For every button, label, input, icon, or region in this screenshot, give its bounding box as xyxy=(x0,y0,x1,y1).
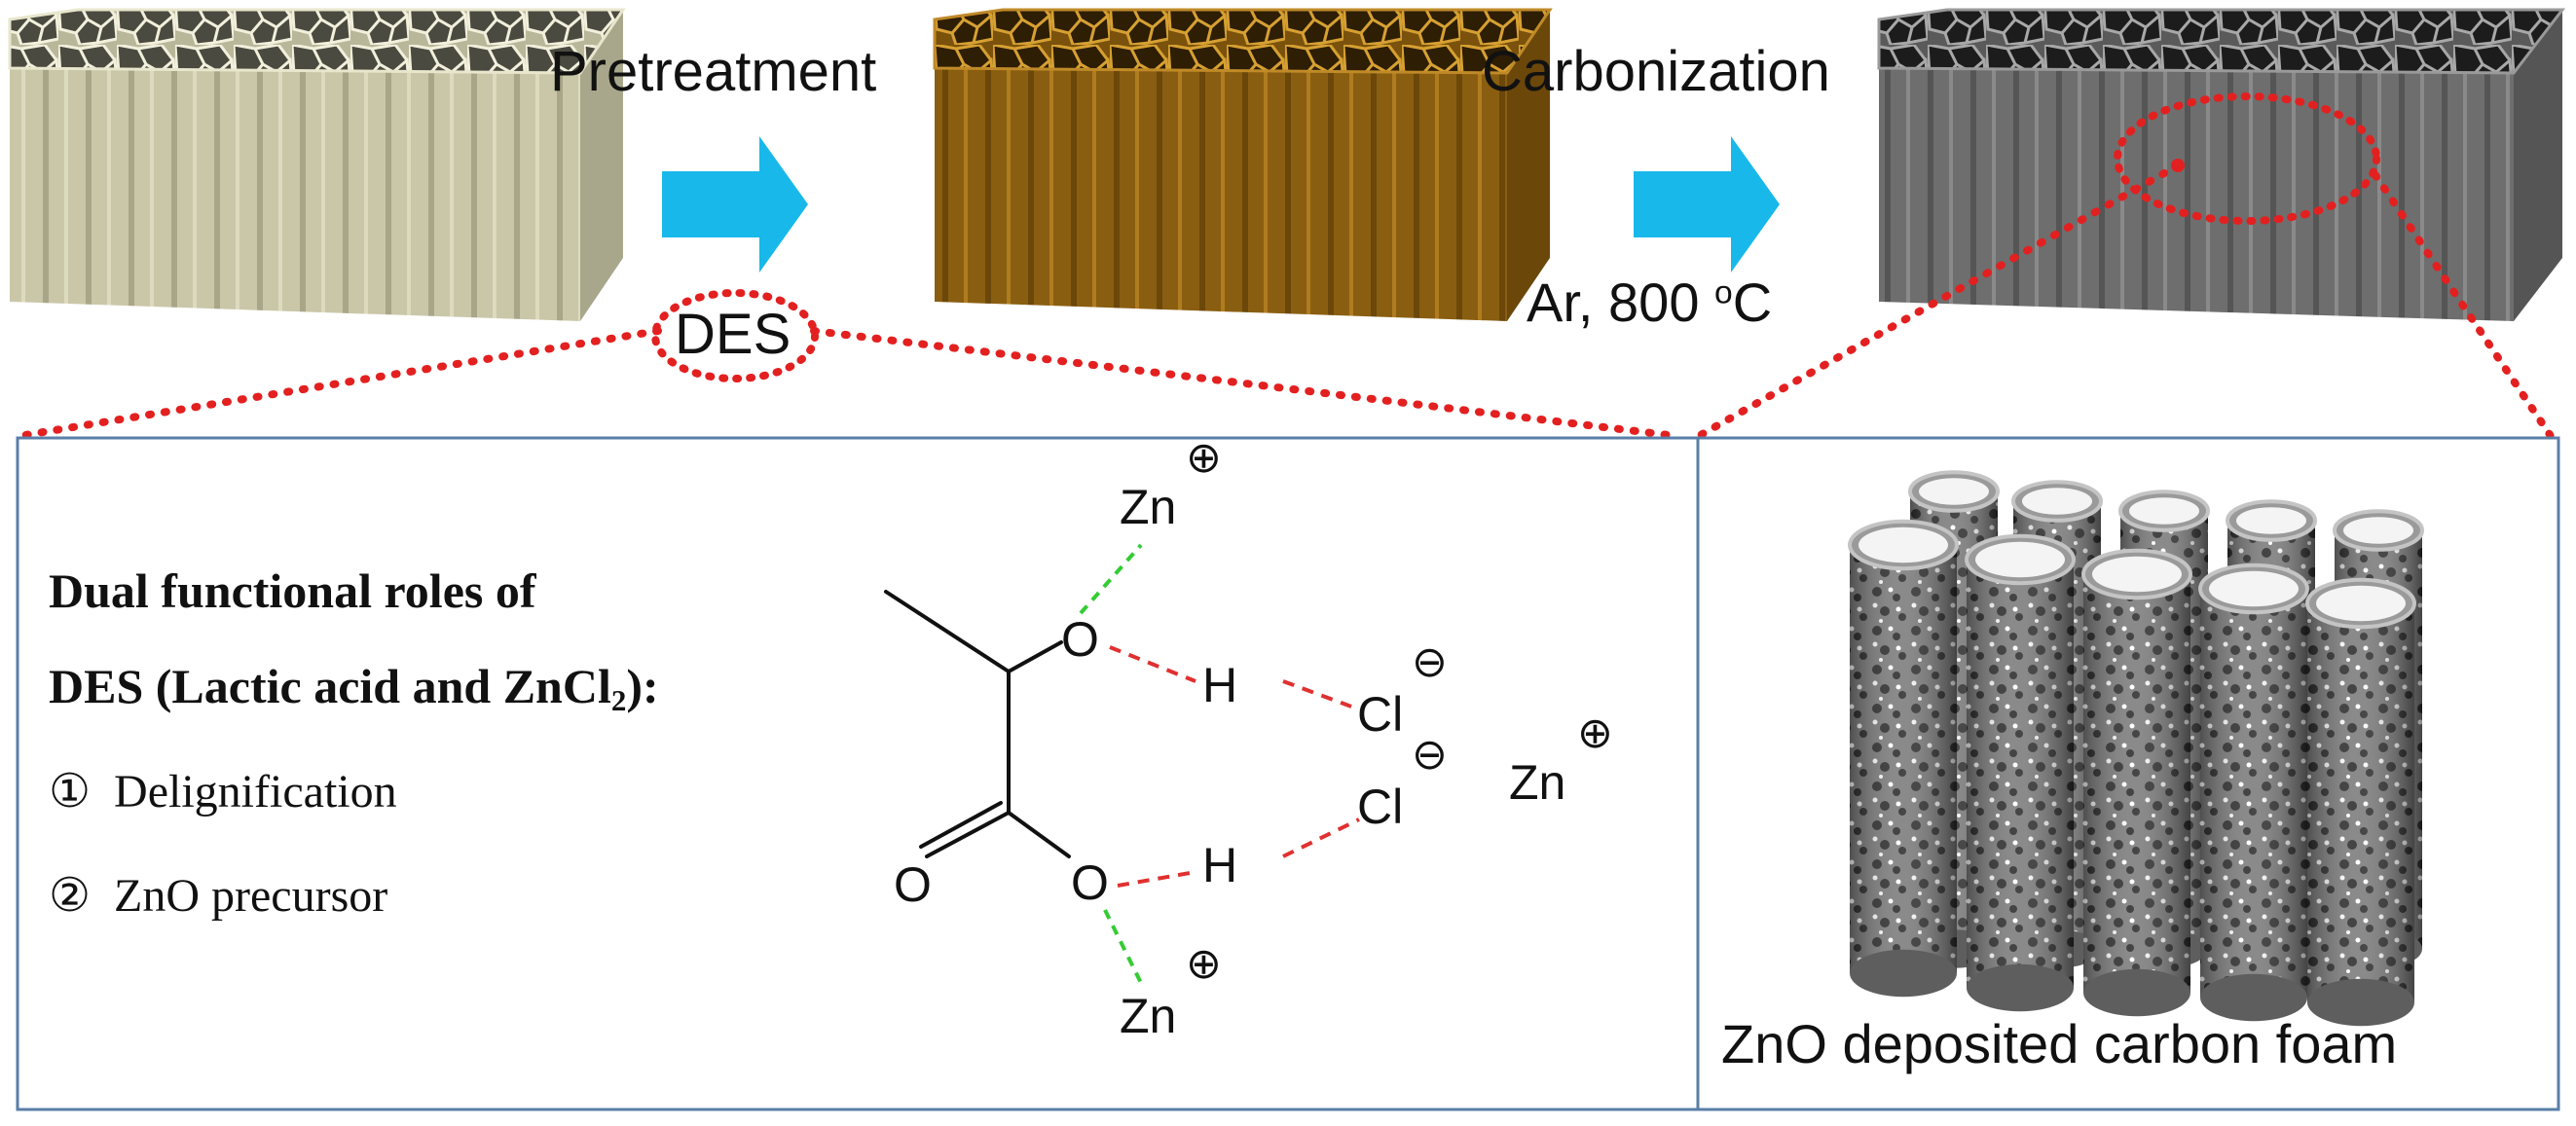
role-text-1: Delignification xyxy=(114,766,397,817)
condition-unit: C xyxy=(1732,272,1773,333)
carbonization-arrow xyxy=(1634,136,1780,272)
role-marker-1: ① xyxy=(49,766,92,817)
cl-top-charge: ⊖ xyxy=(1412,638,1448,686)
cl-bottom-atom: Cl xyxy=(1357,780,1404,834)
cl-bottom-charge: ⊖ xyxy=(1412,731,1448,779)
carbon-tube xyxy=(2198,563,2309,1022)
raw-wood-block xyxy=(8,8,626,321)
carbon-tube xyxy=(2081,548,2192,1017)
role-item-1: ① Delignification xyxy=(49,764,397,818)
h-bottom-atom: H xyxy=(1202,838,1238,892)
condition-prefix: Ar, 800 xyxy=(1527,272,1715,333)
role-marker-2: ② xyxy=(49,870,92,922)
zn-top-atom: Zn xyxy=(1120,480,1177,534)
coordination-bonds xyxy=(1079,543,1143,984)
carbonization-condition: Ar, 800 oC xyxy=(1527,271,1772,334)
zn-free-charge: ⊕ xyxy=(1577,709,1613,757)
pretreatment-arrow xyxy=(662,136,808,272)
carbon-foam-caption: ZnO deposited carbon foam xyxy=(1721,1013,2398,1074)
carbonized-wood-block xyxy=(1877,8,2566,321)
title-line2-prefix: DES (Lactic acid and ZnCl xyxy=(49,659,611,713)
des-zoom-ellipse xyxy=(651,289,819,382)
zn-bottom-atom: Zn xyxy=(1120,989,1177,1043)
role-item-2: ② ZnO precursor xyxy=(49,868,387,923)
carbon-foam-tubes xyxy=(1848,470,2424,1027)
carbon-tube xyxy=(2305,577,2416,1027)
lactic-acid-skeleton xyxy=(884,590,1071,858)
des-label: DES xyxy=(675,303,791,366)
o-carbonyl-atom: O xyxy=(894,857,932,912)
zn-free-atom: Zn xyxy=(1509,755,1566,810)
title-line2-subscript: 2 xyxy=(610,682,627,717)
carbon-tube xyxy=(1848,519,1959,998)
pretreated-wood-block xyxy=(933,8,1553,321)
carbon-zoom-ellipse xyxy=(2114,92,2380,225)
roles-title-line1: Dual functional roles of xyxy=(49,563,536,618)
condition-degree: o xyxy=(1714,274,1733,311)
hydrogen-bonds xyxy=(1109,645,1360,888)
role-text-2: ZnO precursor xyxy=(114,870,388,922)
title-line2-suffix: ): xyxy=(626,659,659,713)
h-top-atom: H xyxy=(1202,658,1238,712)
roles-title-line2: DES (Lactic acid and ZnCl2): xyxy=(49,658,659,718)
zn-top-charge: ⊕ xyxy=(1186,434,1222,482)
zn-bottom-charge: ⊕ xyxy=(1186,940,1222,988)
right-panel-frame xyxy=(1696,436,2560,1111)
o-carboxyl-atom: O xyxy=(1071,855,1109,910)
o-hydroxyl-atom: O xyxy=(1061,612,1099,667)
carbon-tube xyxy=(1965,533,2076,1012)
cl-top-atom: Cl xyxy=(1357,687,1404,742)
zoom-lines xyxy=(16,162,2555,440)
pretreatment-label: Pretreatment xyxy=(550,40,877,103)
carbonization-label: Carbonization xyxy=(1482,40,1830,103)
